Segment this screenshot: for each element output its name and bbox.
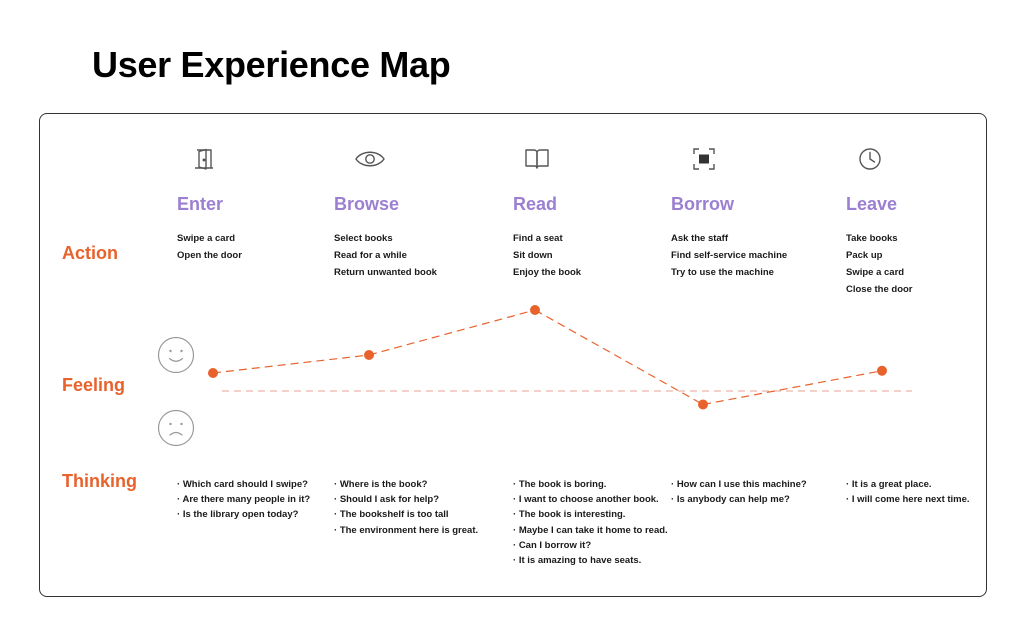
action-item: Take books [846,233,898,244]
feeling-line-segment [212,354,370,374]
action-item: Swipe a card [846,267,905,278]
thought-item: The bookshelf is too tall [334,507,478,522]
action-item: Swipe a card [177,233,236,244]
actions-leave: Take books Pack up Swipe a card Close th… [846,230,913,298]
thought-item: Can I borrow it? [513,538,668,553]
row-label-thinking: Thinking [62,471,137,491]
action-item: Enjoy the book [513,267,582,278]
actions-enter: Swipe a card Open the door [177,230,242,264]
action-item: Pack up [846,250,883,261]
thought-item: The book is interesting. [513,507,668,522]
thought-item: Are there many people in it? [177,492,310,507]
actions-read: Find a seat Sit down Enjoy the book [513,230,581,281]
action-item: Open the door [177,250,242,261]
action-item: Ask the staff [671,233,729,244]
map-frame [39,113,987,597]
thoughts-read: The book is boring. I want to choose ano… [513,477,668,568]
stage-name-leave: Leave [846,194,898,214]
thought-item: It is amazing to have seats. [513,553,668,568]
thought-item: I want to choose another book. [513,492,668,507]
action-item: Close the door [846,284,913,295]
feeling-point-borrow [698,399,708,410]
feeling-line-segment [368,309,536,356]
thought-item: Maybe I can take it home to read. [513,523,668,538]
thoughts-enter: Which card should I swipe? Are there man… [177,477,310,523]
action-item: Find a seat [513,233,563,244]
stage-name-enter: Enter [177,194,224,214]
action-item: Select books [334,233,393,244]
action-item: Sit down [513,250,553,261]
row-label-feeling: Feeling [62,375,126,395]
thought-item: Is the library open today? [177,507,310,522]
action-item: Return unwanted book [334,267,437,278]
thought-item: The environment here is great. [334,523,478,538]
thought-item: It is a great place. [846,477,970,492]
thoughts-borrow: How can I use this machine? Is anybody c… [671,477,807,507]
thought-item: Should I ask for help? [334,492,478,507]
door-icon [190,145,218,173]
action-item: Find self-service machine [671,250,788,261]
action-item: Read for a while [334,250,407,261]
stage-name-read: Read [513,194,558,214]
feeling-point-browse [364,350,374,360]
scan-icon [690,145,718,173]
feeling-point-read [530,305,540,315]
actions-borrow: Ask the staff Find self-service machine … [671,230,787,281]
eye-icon [354,145,386,173]
thought-item: Where is the book? [334,477,478,492]
thought-item: Which card should I swipe? [177,477,310,492]
stage-name-borrow: Borrow [671,194,734,214]
thought-item: Is anybody can help me? [671,492,807,507]
thought-item: I will come here next time. [846,492,970,507]
feeling-line-segment [534,309,704,406]
feeling-line-segment [702,370,883,406]
thought-item: How can I use this machine? [671,477,807,492]
happy-face-icon [157,336,195,374]
book-icon [523,145,551,173]
clock-icon [856,145,884,173]
actions-browse: Select books Read for a while Return unw… [334,230,437,281]
page-title: User Experience Map [92,44,451,85]
thoughts-browse: Where is the book? Should I ask for help… [334,477,478,538]
row-label-action: Action [62,243,118,263]
sad-face-icon [157,409,195,447]
action-item: Try to use the machine [671,267,774,278]
stage-name-browse: Browse [334,194,400,214]
feeling-point-leave [877,365,887,376]
thoughts-leave: It is a great place. I will come here ne… [846,477,970,507]
thought-item: The book is boring. [513,477,668,492]
feeling-point-enter [208,368,218,378]
